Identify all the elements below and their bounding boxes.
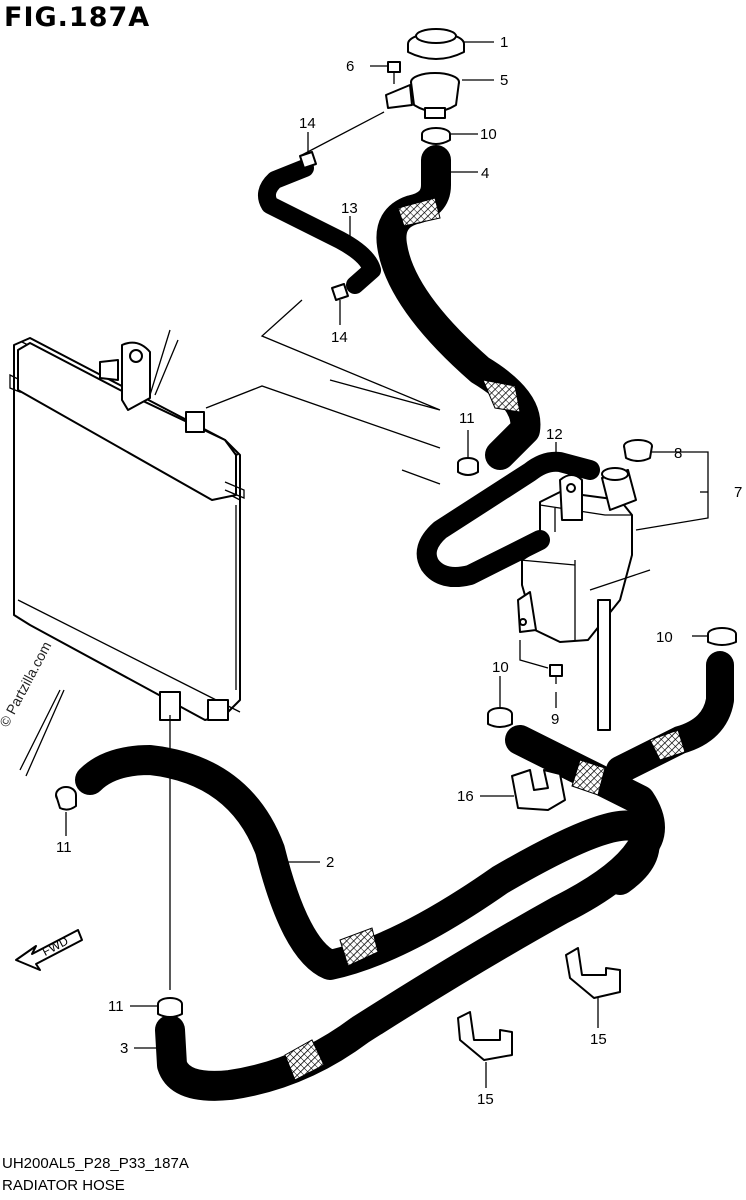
callout-5: 5 bbox=[500, 72, 508, 89]
callout-14a: 14 bbox=[299, 115, 316, 132]
hose-2 bbox=[75, 745, 660, 980]
callout-2: 2 bbox=[326, 854, 334, 871]
clamp-10-mid bbox=[487, 707, 513, 728]
callout-8: 8 bbox=[674, 445, 682, 462]
callout-4: 4 bbox=[481, 165, 489, 182]
hose-13 bbox=[257, 159, 381, 294]
callout-11c: 11 bbox=[108, 998, 124, 1015]
clamp-11-bottom bbox=[157, 997, 183, 1018]
callout-6: 6 bbox=[346, 58, 354, 75]
reservoir-tank bbox=[517, 467, 637, 731]
cap-8 bbox=[623, 439, 653, 462]
callout-labels: 1 5 6 10 14 4 13 14 11 12 8 7 10 10 9 16… bbox=[56, 34, 742, 1108]
filler-neck bbox=[385, 72, 460, 119]
bracket-15-a bbox=[457, 1011, 513, 1061]
radiator bbox=[9, 337, 245, 721]
clamp-10-top bbox=[421, 127, 451, 145]
figure-name: RADIATOR HOSE bbox=[2, 1177, 125, 1194]
callout-11b: 11 bbox=[56, 839, 72, 856]
hose-12 bbox=[416, 451, 600, 587]
callout-15b: 15 bbox=[590, 1031, 607, 1048]
callout-3: 3 bbox=[120, 1040, 128, 1057]
callout-14b: 14 bbox=[331, 329, 348, 346]
callout-13: 13 bbox=[341, 200, 358, 217]
bolt-9 bbox=[549, 664, 563, 684]
clamp-11-mid bbox=[457, 457, 479, 476]
bolt-6 bbox=[387, 61, 401, 84]
hose-outlet-right bbox=[606, 651, 734, 784]
clamp-14-bottom bbox=[331, 283, 349, 301]
hose-3 bbox=[155, 725, 665, 1101]
leader-lines bbox=[19, 41, 709, 1088]
callout-7: 7 bbox=[734, 484, 742, 501]
callout-10c: 10 bbox=[492, 659, 509, 676]
callout-11a: 11 bbox=[459, 410, 475, 427]
hose-4 bbox=[376, 145, 541, 470]
clamp-14-top bbox=[299, 151, 317, 169]
callout-12: 12 bbox=[546, 426, 563, 443]
figure-code: UH200AL5_P28_P33_187A bbox=[2, 1155, 189, 1172]
callout-9: 9 bbox=[551, 711, 559, 728]
bracket-15-b bbox=[565, 947, 621, 999]
bracket-16 bbox=[511, 769, 566, 811]
callout-10a: 10 bbox=[480, 126, 497, 143]
radiator-cap bbox=[407, 28, 465, 60]
clamp-10-right bbox=[707, 627, 737, 646]
callout-15a: 15 bbox=[477, 1091, 494, 1108]
figure-title: FIG.187A bbox=[4, 2, 151, 33]
callout-10b: 10 bbox=[656, 629, 673, 646]
clamp-11-left bbox=[55, 786, 77, 811]
callout-16: 16 bbox=[457, 788, 474, 805]
fwd-arrow-icon: FWD bbox=[15, 929, 83, 971]
callout-1: 1 bbox=[500, 34, 508, 51]
